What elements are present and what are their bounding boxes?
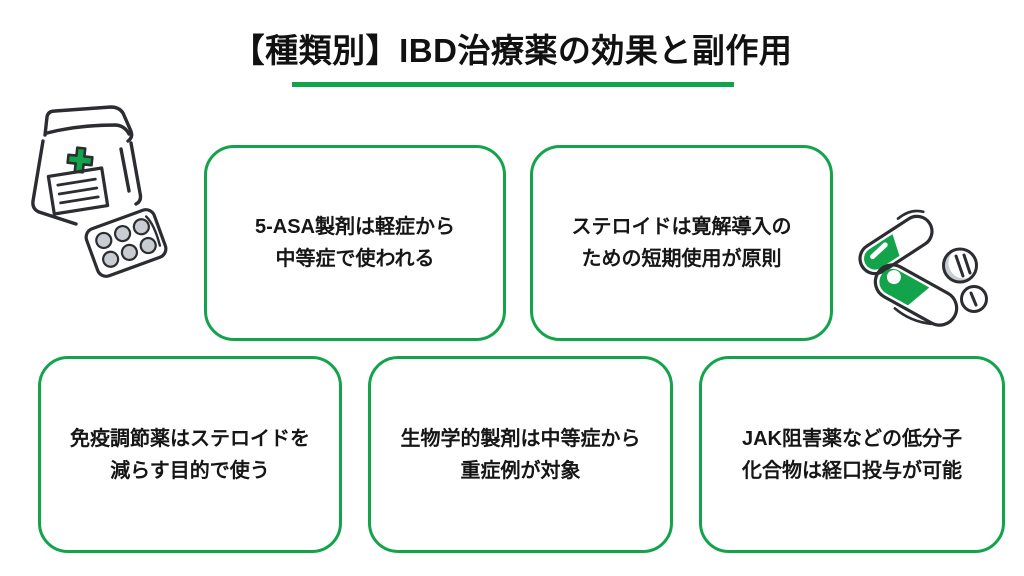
title-underline — [292, 82, 734, 87]
card-biologic: 生物学的製剤は中等症から 重症例が対象 — [368, 356, 673, 553]
card-5asa: 5-ASA製剤は軽症から 中等症で使われる — [204, 145, 506, 341]
card-biologic-text: 生物学的製剤は中等症から 重症例が対象 — [400, 427, 641, 482]
capsule-icon — [873, 263, 959, 327]
tablet-icon — [942, 247, 980, 284]
page-title: 【種類別】IBD治療薬の効果と副作用 — [231, 32, 793, 69]
bag-label — [46, 166, 110, 216]
capsules-and-tablets-icon — [858, 209, 988, 327]
card-steroid-text: ステロイドは寛解導入の ための短期使用が原則 — [571, 216, 792, 270]
blister-pack-icon — [84, 208, 168, 278]
card-immunomodulator-text: 免疫調節薬はステロイドを 減らす目的で使う — [70, 427, 310, 482]
card-immunomodulator: 免疫調節薬はステロイドを 減らす目的で使う — [38, 356, 342, 553]
capsule-icon — [858, 209, 934, 276]
card-jak-inhibitor: JAK阻害薬などの低分子 化合物は経口投与が可能 — [699, 356, 1005, 553]
card-jak-inhibitor-text: JAK阻害薬などの低分子 化合物は経口投与が可能 — [741, 427, 962, 482]
card-5asa-text: 5-ASA製剤は軽症から 中等症で使われる — [254, 216, 455, 270]
card-steroid: ステロイドは寛解導入の ための短期使用が原則 — [530, 145, 833, 341]
tablet-icon — [960, 285, 988, 313]
medicine-bag-icon — [31, 105, 168, 278]
